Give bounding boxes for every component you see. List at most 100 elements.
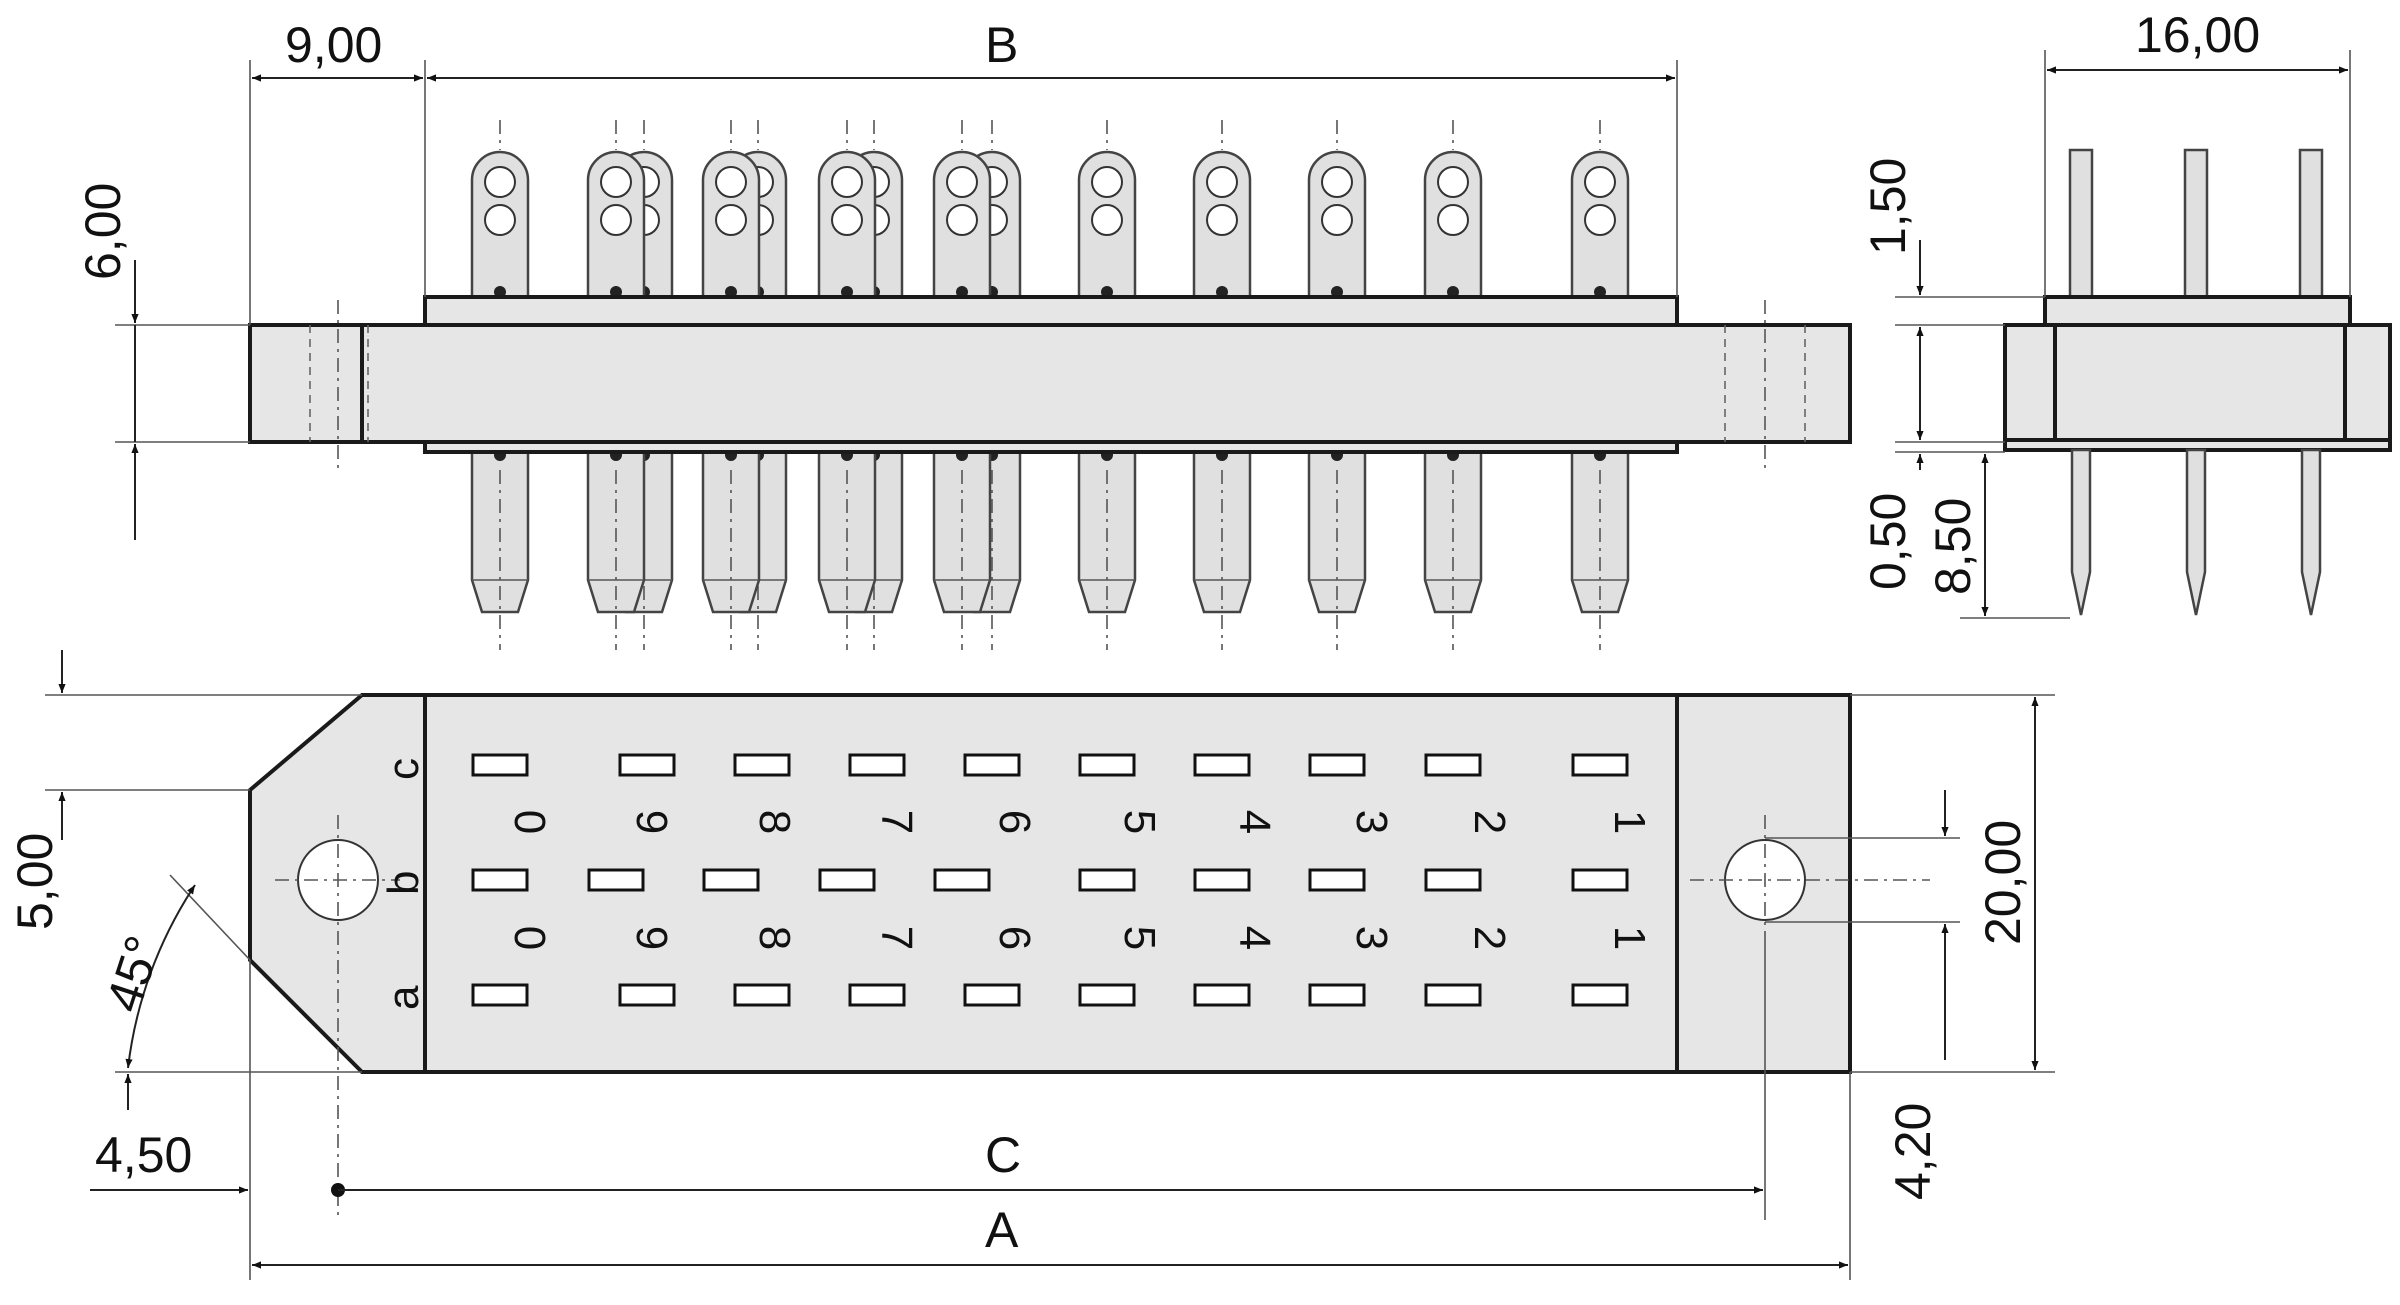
contact-slot xyxy=(1571,868,1629,892)
contact-slot xyxy=(618,983,676,1007)
contact-slot xyxy=(818,868,876,892)
side-lower-pin xyxy=(2300,448,2322,616)
dim-label-A: A xyxy=(985,1202,1019,1258)
upper-pins xyxy=(470,120,1630,307)
contact-slot xyxy=(963,753,1021,777)
side-top-plate xyxy=(2043,295,2352,328)
contact-number: 9 xyxy=(627,926,676,950)
side-upper-pin xyxy=(2298,148,2324,300)
contact-slot xyxy=(848,983,906,1007)
pin-eyelet xyxy=(946,204,978,236)
dim-label-8-50: 8,50 xyxy=(1925,498,1981,595)
side-bottom-plate xyxy=(2003,438,2392,452)
contact-number: 8 xyxy=(750,926,799,950)
contact-slot xyxy=(1078,983,1136,1007)
pin-eyelet xyxy=(600,204,632,236)
contact-number: 8 xyxy=(750,810,799,834)
contact-slot xyxy=(587,868,645,892)
pin-eyelet xyxy=(1437,204,1469,236)
contact-slot xyxy=(848,753,906,777)
contact-slot xyxy=(1078,753,1136,777)
pin-eyelet xyxy=(484,166,516,198)
contact-number: 7 xyxy=(872,926,921,950)
pin-eyelet xyxy=(1584,204,1616,236)
contact-number: 6 xyxy=(990,926,1039,950)
contact-number: 2 xyxy=(1465,810,1514,834)
contact-slot xyxy=(1308,983,1366,1007)
pin-eyelet xyxy=(1206,204,1238,236)
contact-slot xyxy=(933,868,991,892)
row-label-a: a xyxy=(379,985,428,1010)
pin-eyelet xyxy=(831,204,863,236)
pin-eyelet xyxy=(715,204,747,236)
pin-eyelet xyxy=(946,166,978,198)
row-label-b: b xyxy=(379,871,428,895)
contact-number: 3 xyxy=(1347,926,1396,950)
dim-label-9: 9,00 xyxy=(285,17,382,73)
lower-pins xyxy=(470,448,1630,650)
pin-eyelet xyxy=(831,166,863,198)
contact-slot xyxy=(1424,983,1482,1007)
dim-label-B: B xyxy=(985,17,1018,73)
contact-slot xyxy=(733,753,791,777)
angle-arc xyxy=(125,884,196,1069)
contact-number: 7 xyxy=(872,810,921,834)
contact-slot xyxy=(1424,753,1482,777)
contact-slot xyxy=(1308,868,1366,892)
pin-eyelet xyxy=(484,204,516,236)
front-view: 9,00 B 6,00 xyxy=(75,17,1852,650)
dim-label-0-50: 0,50 xyxy=(1860,493,1916,590)
dim-label-1-50: 1,50 xyxy=(1860,158,1916,255)
contact-number: 6 xyxy=(990,810,1039,834)
contact-number: 0 xyxy=(505,810,554,834)
contact-number: 1 xyxy=(1605,810,1654,834)
pin-eyelet xyxy=(715,166,747,198)
connector-flange xyxy=(248,323,1852,444)
pin-eyelet xyxy=(1091,166,1123,198)
contact-number: 3 xyxy=(1347,810,1396,834)
contact-slot xyxy=(1078,868,1136,892)
contact-slot xyxy=(1193,868,1251,892)
contact-number: 5 xyxy=(1115,810,1164,834)
pin-eyelet xyxy=(1206,166,1238,198)
side-lower-pin xyxy=(2185,448,2207,616)
pin-eyelet xyxy=(600,166,632,198)
contact-slot xyxy=(471,983,529,1007)
angle-label: 45° xyxy=(95,929,172,1018)
dim-label-5: 5,00 xyxy=(7,833,63,930)
side-upper-pin xyxy=(2068,148,2094,300)
contact-number: 0 xyxy=(505,926,554,950)
dim-label-20: 20,00 xyxy=(1975,820,2031,945)
pin-eyelet xyxy=(1091,204,1123,236)
contact-number: 4 xyxy=(1230,926,1279,950)
side-view: 16,00 1,50 0,50 8,50 xyxy=(1860,7,2392,619)
contact-slot xyxy=(1424,868,1482,892)
contact-slot xyxy=(733,983,791,1007)
pin-eyelet xyxy=(1437,166,1469,198)
dim-label-4-50: 4,50 xyxy=(95,1127,192,1183)
contact-number: 9 xyxy=(627,810,676,834)
contact-slot xyxy=(702,868,760,892)
pin-eyelet xyxy=(1321,166,1353,198)
side-body xyxy=(2003,323,2392,444)
side-upper-pin xyxy=(2183,148,2209,300)
chamfer-extension xyxy=(169,874,251,961)
contact-number: 1 xyxy=(1605,926,1654,950)
contact-slot xyxy=(1571,983,1629,1007)
contact-number: 4 xyxy=(1230,810,1279,834)
contact-slot xyxy=(471,753,529,777)
dim-label-6: 6,00 xyxy=(75,183,131,280)
dim-label-C: C xyxy=(985,1127,1021,1183)
contact-slot xyxy=(1571,753,1629,777)
dim-label-16: 16,00 xyxy=(2135,7,2260,63)
contact-slot xyxy=(1193,753,1251,777)
row-label-c: c xyxy=(379,758,428,780)
contact-number: 5 xyxy=(1115,926,1164,950)
contact-slot xyxy=(1193,983,1251,1007)
contact-slot xyxy=(618,753,676,777)
pin-eyelet xyxy=(1584,166,1616,198)
contact-slot xyxy=(471,868,529,892)
contact-slot xyxy=(963,983,1021,1007)
